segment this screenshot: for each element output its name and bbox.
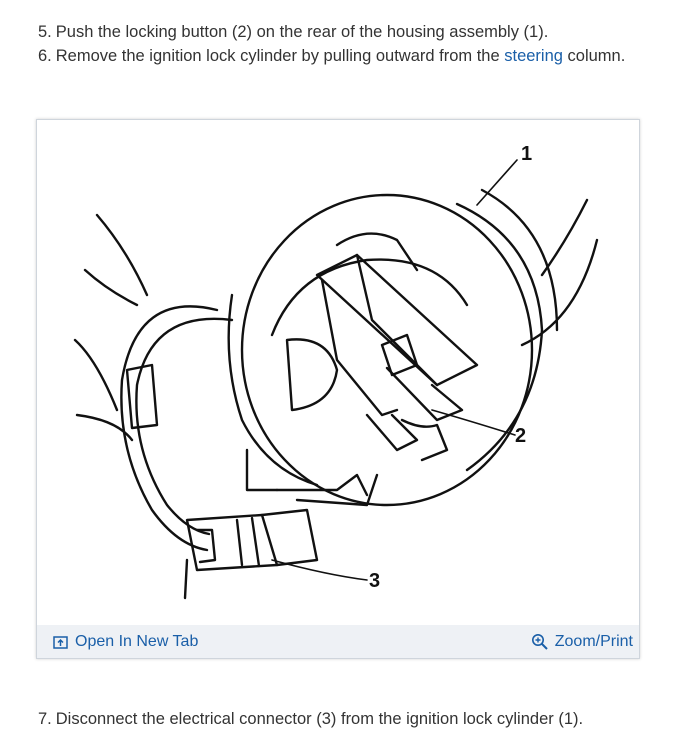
step-5: 5.Push the locking button (2) on the rea… [38,21,548,43]
step-number: 5. [38,23,52,41]
open-in-new-tab-label: Open In New Tab [75,633,199,650]
step-7: 7.Disconnect the electrical connector (3… [38,708,583,730]
callout-1: 1 [521,143,532,165]
ignition-lock-illustration[interactable]: 1 2 3 [37,120,639,625]
steering-link[interactable]: steering [504,47,563,65]
step-text-before: Remove the ignition lock cylinder by pul… [55,47,505,65]
step-text: Disconnect the electrical connector (3) … [55,710,584,728]
figure-toolbar: Open In New Tab Zoom/Print [37,625,639,658]
open-in-new-tab-button[interactable]: Open In New Tab [53,633,198,651]
step-text: Push the locking button (2) on the rear … [55,23,549,41]
zoom-print-label: Zoom/Print [554,633,633,650]
magnifier-icon [531,634,548,650]
step-text-after: column. [562,47,626,65]
step-number: 7. [38,710,52,728]
callout-2: 2 [515,425,526,447]
figure-container: 1 2 3 Open In New Tab Zoom/Print [36,119,640,659]
open-new-tab-icon [53,636,68,649]
zoom-print-button[interactable]: Zoom/Print [531,633,633,651]
step-6: 6.Remove the ignition lock cylinder by p… [38,45,625,67]
step-number: 6. [38,47,52,65]
callout-3: 3 [369,570,380,592]
